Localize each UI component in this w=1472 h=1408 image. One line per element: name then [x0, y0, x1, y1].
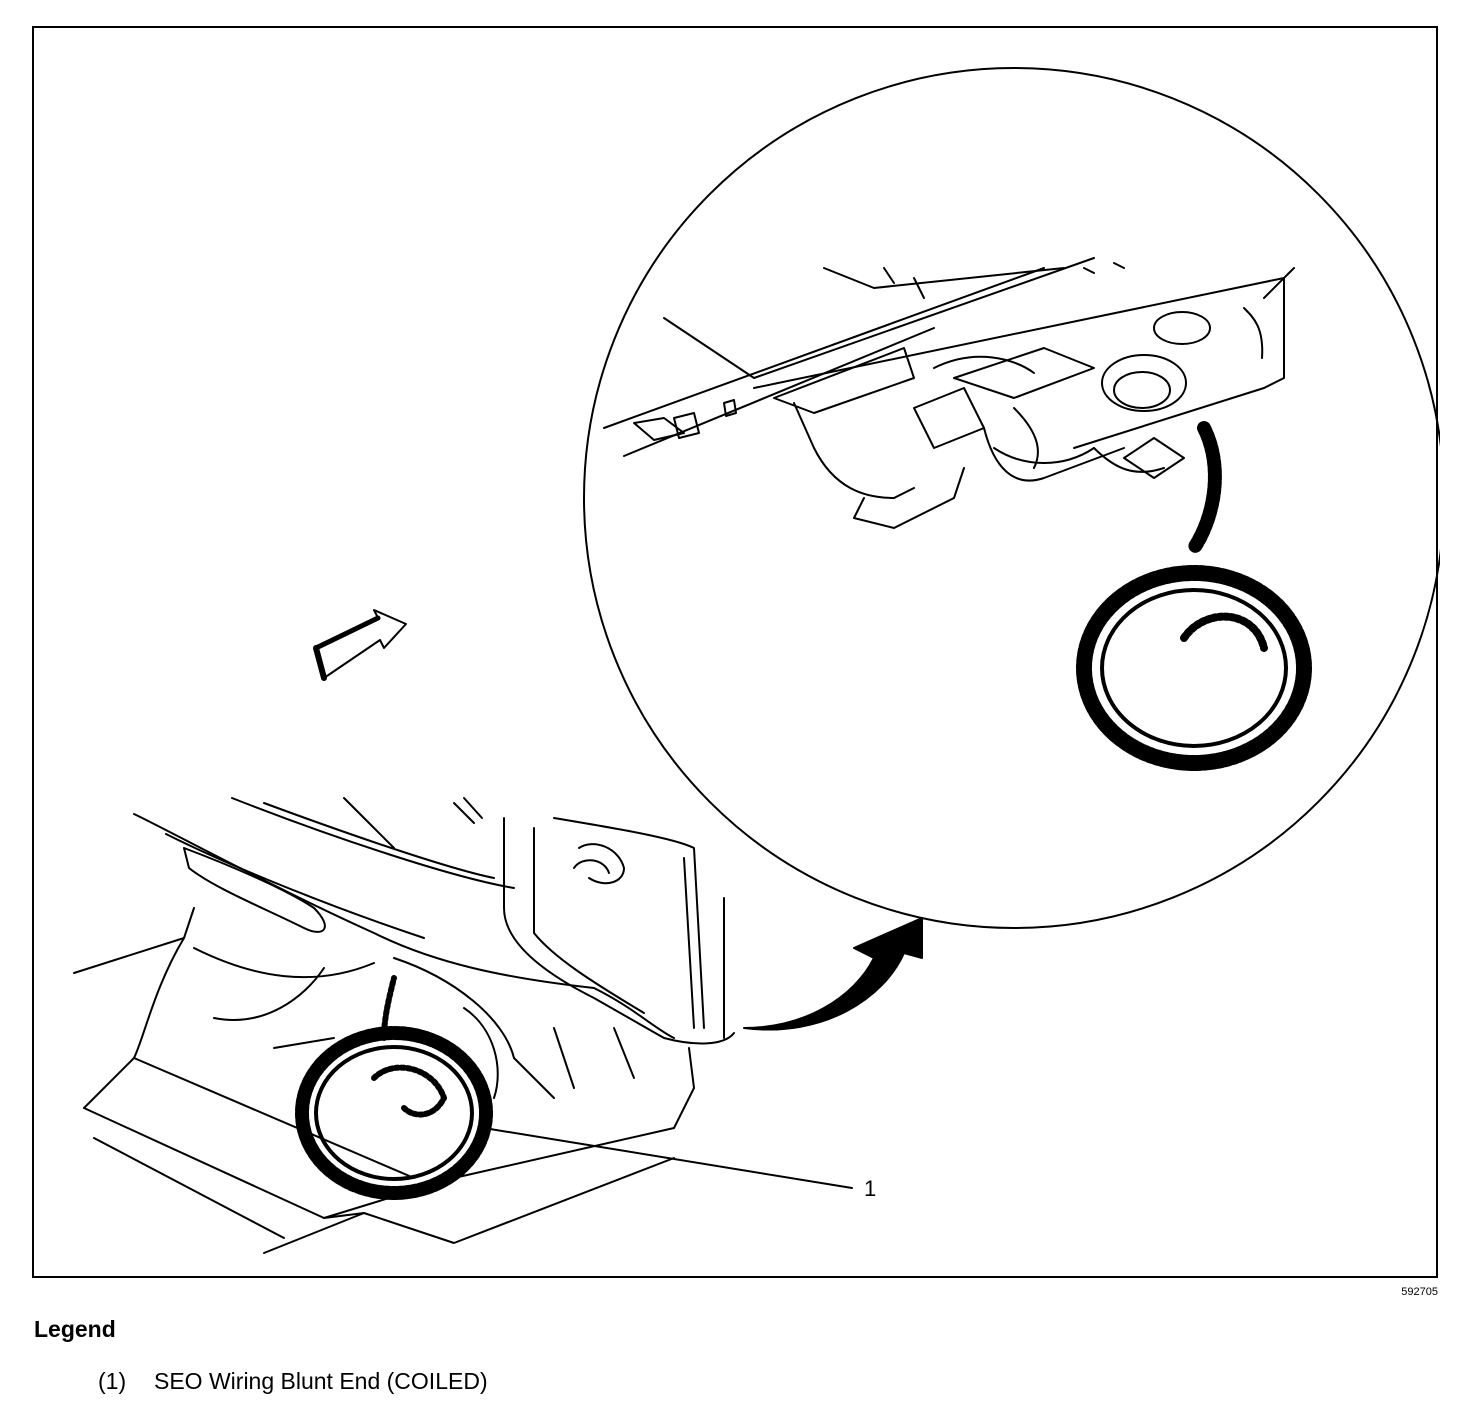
detail-bracket-view [603, 257, 1295, 529]
callout-1-leader [483, 1127, 853, 1189]
legend-title: Legend [34, 1316, 116, 1342]
seo-wiring-coil-small [295, 975, 493, 1200]
detail-zoom-arrow-icon [743, 917, 923, 1031]
legend-item-number: (1) [98, 1368, 127, 1394]
diagram-frame: 1 [32, 26, 1440, 1278]
vehicle-underdash-view [73, 797, 735, 1254]
legend-item: (1) SEO Wiring Blunt End (COILED) [98, 1368, 488, 1395]
wiring-diagram: 1 [73, 67, 1440, 1254]
detail-circle [583, 67, 1440, 929]
figure-id: 592705 [1401, 1286, 1438, 1298]
legend-item-label: SEO Wiring Blunt End (COILED) [154, 1368, 488, 1394]
callout-1-label: 1 [864, 1176, 876, 1201]
view-direction-arrow-icon [313, 609, 407, 681]
seo-wiring-coil-large [1076, 421, 1312, 771]
